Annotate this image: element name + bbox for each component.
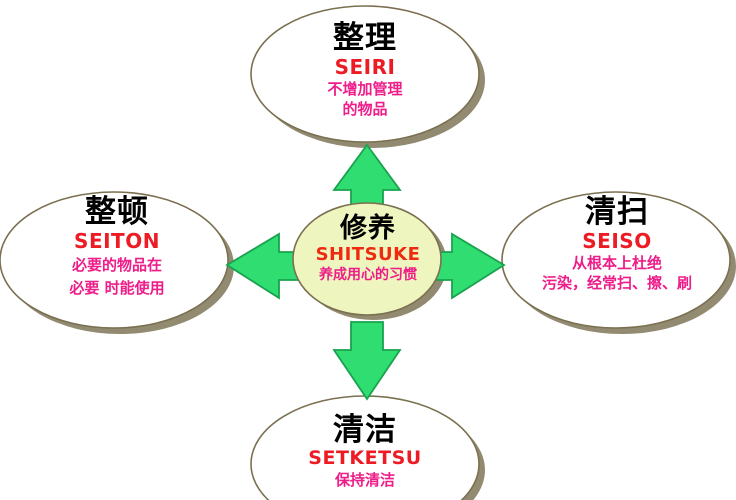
ellipse-seiso — [501, 191, 731, 329]
arrow-up-shape — [332, 143, 402, 211]
arrow-down-shape — [332, 321, 402, 401]
ellipse-shitsuke — [292, 202, 442, 316]
arrow-left-shape — [225, 232, 304, 300]
ellipse-seiri — [250, 5, 480, 143]
ellipse-seiton — [0, 191, 229, 329]
ellipse-setketsu — [250, 395, 480, 500]
